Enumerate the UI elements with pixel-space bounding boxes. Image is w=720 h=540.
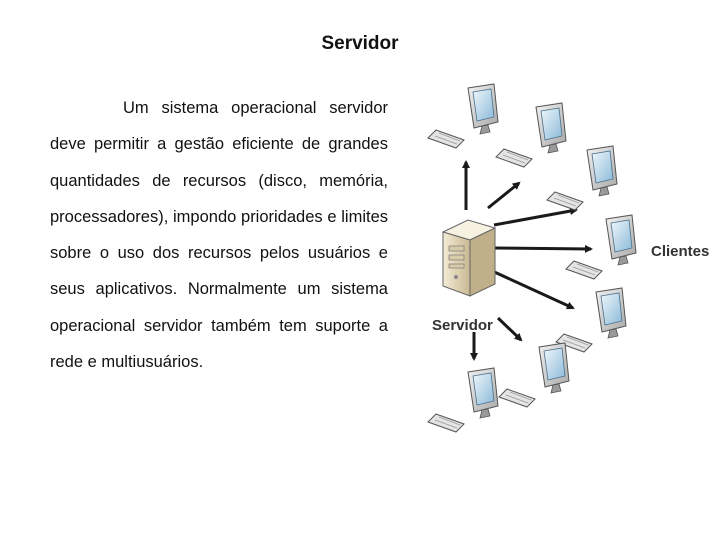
main-paragraph: Um sistema operacional servidor deve per…	[50, 99, 388, 372]
arrow-up-right	[487, 181, 521, 210]
client-computer-4	[565, 214, 637, 280]
client-computer-2	[495, 102, 567, 168]
client-computer-5	[555, 287, 627, 353]
arrow-down-right	[496, 316, 523, 342]
page-title: Servidor	[321, 33, 399, 54]
server-label: Servidor	[432, 317, 493, 334]
client-computer-6	[498, 342, 570, 408]
client-server-diagram: Servidor Clientes	[427, 83, 709, 433]
client-computer-7	[427, 367, 499, 433]
client-computer-1	[427, 83, 499, 149]
arrow-right	[493, 244, 593, 253]
arrow-upper-right	[493, 207, 578, 227]
server-computer	[441, 219, 497, 297]
body-text: Um sistema operacional servidor deve per…	[50, 90, 388, 380]
arrow-lower-right	[489, 268, 575, 310]
arrows	[462, 160, 593, 361]
clients-label: Clientes	[651, 243, 709, 260]
client-computer-3	[546, 145, 618, 211]
